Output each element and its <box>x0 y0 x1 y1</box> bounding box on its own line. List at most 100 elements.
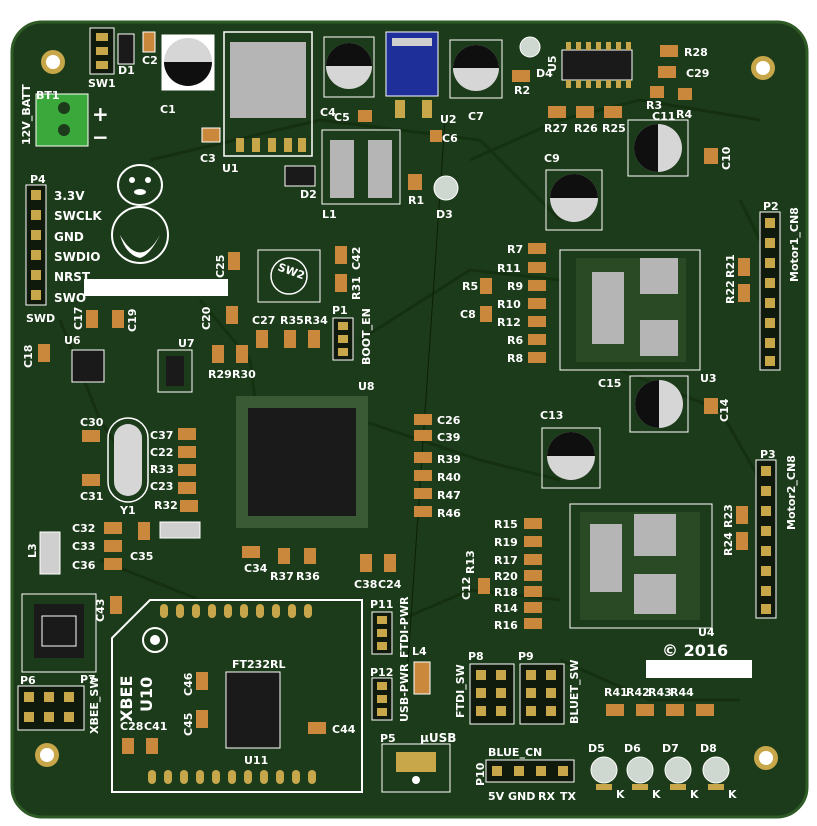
label-r7: R7 <box>507 243 523 256</box>
u4-resistors <box>478 518 542 629</box>
label-c8: C8 <box>460 308 476 321</box>
label-r40: R40 <box>437 471 461 484</box>
c38-cap <box>360 554 372 572</box>
bt1-terminal <box>35 93 89 147</box>
label-c5: C5 <box>334 111 350 124</box>
label-u4: U4 <box>698 626 715 639</box>
d2-diode <box>284 165 316 187</box>
label-xbee-sw: XBEE_SW <box>88 677 101 734</box>
thin-trace <box>404 119 446 706</box>
xbee-fiducial <box>142 627 168 653</box>
label-r11: R11 <box>497 262 521 275</box>
label-r1: R1 <box>408 194 424 207</box>
label-p4: P4 <box>30 173 46 186</box>
p1-header <box>332 317 354 361</box>
r1-res <box>408 174 422 190</box>
c43-cap <box>110 596 122 614</box>
label-c15: C15 <box>598 377 621 390</box>
c5-cap <box>358 110 372 122</box>
label-d7: D7 <box>662 742 679 755</box>
c20-cap <box>226 306 238 324</box>
label-c26: C26 <box>437 414 461 427</box>
label-c45: C45 <box>182 713 195 736</box>
label-r22: R22 <box>724 280 737 304</box>
d1-diode <box>117 33 135 65</box>
label-u10: U10 <box>137 677 156 712</box>
label-r9: R9 <box>507 280 523 293</box>
label-d5: D5 <box>588 742 605 755</box>
label-swd: SWD <box>26 312 55 325</box>
label-c34: C34 <box>244 562 268 575</box>
copyright-text: © 2016 <box>662 641 728 660</box>
r4-res <box>678 88 692 100</box>
label-p8: P8 <box>468 650 484 663</box>
label-minus: − <box>92 125 109 149</box>
label-d4: D4 <box>536 67 553 80</box>
label-u3: U3 <box>700 372 717 385</box>
label-u11: U11 <box>244 754 268 767</box>
sw2-switch <box>257 249 321 303</box>
c45-cap <box>196 710 208 728</box>
label-motor2: Motor2_CN8 <box>785 455 798 530</box>
r37-res <box>278 548 290 564</box>
label-r13: R13 <box>464 550 477 574</box>
xbee-pads-bottom <box>148 770 316 784</box>
label-c1: C1 <box>160 103 176 116</box>
ferrite <box>159 521 201 539</box>
label-l3: L3 <box>26 543 39 558</box>
c11-electrolytic <box>627 119 689 177</box>
label-r10: R10 <box>497 298 521 311</box>
r3-res <box>650 86 664 98</box>
label-c6: C6 <box>442 132 458 145</box>
label-r41: R41 <box>604 686 628 699</box>
r28-res <box>660 45 678 57</box>
label-c13: C13 <box>540 409 563 422</box>
c14-small <box>704 398 718 414</box>
label-p12: P12 <box>370 666 393 679</box>
label-p10-pin-1: GND <box>508 790 535 803</box>
c13-electrolytic <box>541 427 601 489</box>
sw1-header <box>89 27 115 75</box>
label-l1: L1 <box>322 208 337 221</box>
label-bt1: BT1 <box>36 89 60 102</box>
label-r35: R35 <box>280 314 304 327</box>
label-r27: R27 <box>544 122 568 135</box>
label-p2: P2 <box>763 200 779 213</box>
label-c33: C33 <box>72 540 95 553</box>
r26-res <box>576 106 594 118</box>
label-r23: R23 <box>722 504 735 528</box>
label-c19: C19 <box>126 309 139 332</box>
label-c2: C2 <box>142 54 158 67</box>
label-p10-pin-0: 5V <box>488 790 505 803</box>
c28-cap <box>122 738 134 754</box>
y1-right-passives <box>178 428 198 512</box>
label-r43: R43 <box>648 686 672 699</box>
c19-cap <box>112 310 124 328</box>
label-d3: D3 <box>436 208 453 221</box>
label-r33: R33 <box>150 463 174 476</box>
label-p4-pin-3: SWDIO <box>54 250 101 264</box>
c3-cap <box>201 127 221 143</box>
label-p3: P3 <box>760 448 776 461</box>
p10-header <box>485 759 575 783</box>
d4-led <box>519 36 541 58</box>
label-c35: C35 <box>130 550 153 563</box>
xbee-pads-top <box>160 604 312 618</box>
c1-electrolytic <box>161 34 215 91</box>
label-r31: R31 <box>350 276 363 300</box>
led-row <box>590 756 730 790</box>
r21-res <box>738 258 750 276</box>
label-k-d6: K <box>652 788 661 801</box>
c41-cap <box>146 738 158 754</box>
c18-cap <box>38 344 50 362</box>
label-k-d7: K <box>690 788 699 801</box>
label-r32: R32 <box>154 499 178 512</box>
r41-r44-resistors <box>606 704 714 716</box>
label-bluet-sw: BLUET_SW <box>568 659 581 724</box>
label-p1: P1 <box>332 304 348 317</box>
label-c44: C44 <box>332 723 356 736</box>
label-plus: + <box>92 102 109 126</box>
redacted-name <box>646 660 752 678</box>
c9-electrolytic <box>545 169 603 231</box>
c30-cap <box>82 430 100 442</box>
